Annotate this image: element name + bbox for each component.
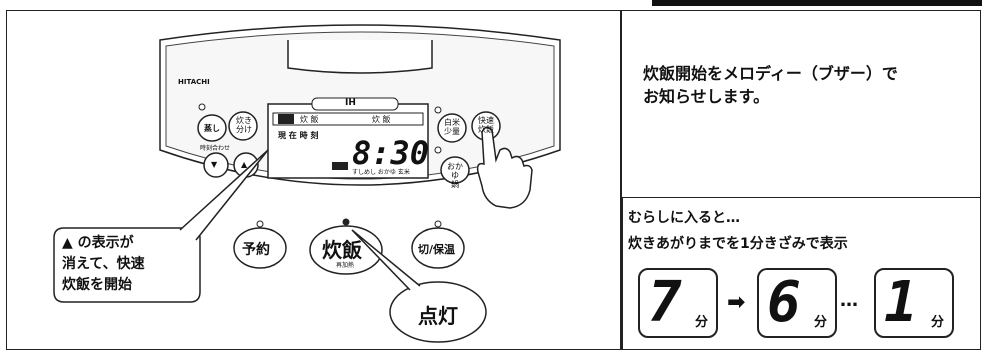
countdown-intro: むらしに入ると… [628,210,740,226]
callout-bubble-light [389,281,487,343]
lcd-time-value: 8:30 [352,134,430,172]
time-adjust-label: 時刻合わせ [200,145,231,152]
callout-pointer-light [351,229,421,291]
countdown-description: 炊きあがりまでを1分きざみで表示 [628,236,848,252]
timer-button[interactable] [233,227,287,269]
countdown-unit: 分 [930,315,944,330]
up-icon: ▲ [241,160,248,169]
panel-divider [620,10,622,350]
white-rice-label: 白米 少量 [444,118,460,136]
countdown-box [622,197,981,350]
top-black-bar [652,0,982,6]
cook-label: 炊飯 [322,238,362,262]
cook-button[interactable] [309,225,383,275]
cook-select-button[interactable] [228,111,258,141]
indicator-led [434,146,442,154]
description-line: 炊飯開始をメロディー（ブザー）で [643,64,898,83]
off-warm-button[interactable] [411,227,465,269]
pointing-hand-icon [476,126,533,209]
ih-label-box [311,97,399,111]
description: 炊飯開始をメロディー（ブザー）で お知らせします。 [643,62,898,108]
panel-illustration [53,24,561,343]
lcd-mode-label: 炊 飯 [372,115,391,124]
countdown-digit: 1 [884,270,918,335]
timer-label: 予約 [242,242,270,258]
lcd-mode-label: 炊 飯 [300,115,319,124]
off-warm-label: 切/保温 [418,243,456,256]
timer-led [256,220,264,228]
steam-label: 蒸し [204,124,220,133]
cook-sublabel: 再加熱 [336,262,355,269]
ih-indicator: IH [345,98,356,108]
rice-cooker-panel: HITACHI IH 蒸し 炊き分け 時刻合わせ ▼ ▲ 白米 少量 快速 炊飯… [53,24,561,343]
countdown-display: 6 分 [757,268,837,338]
description-line: お知らせします。 [643,87,770,106]
countdown-unit: 分 [694,315,708,330]
off-led [434,220,442,228]
callout-light-text: 点灯 [418,304,458,328]
cook-select-label: 炊き分け [236,116,252,134]
down-icon: ▼ [211,160,218,169]
countdown-digit: 6 [767,270,801,335]
callout-pointer-left [179,149,269,241]
lcd-time-label: 現 在 時 刻 [278,131,319,140]
ellipsis: … [840,290,858,311]
quick-cook-label: 快速 炊飯 [478,116,494,134]
indicator-led [434,106,442,114]
right-arrow-icon: ➡ [727,290,746,315]
countdown-unit: 分 [813,315,827,330]
okayu-label: おかゆ 鍋 [447,162,463,189]
countdown-digit: 7 [648,270,682,335]
down-button[interactable] [203,152,229,178]
cook-led-on [342,218,350,226]
countdown-display: 7 分 [638,268,718,338]
lcd-mode-marker [278,114,294,124]
top-recess [287,40,433,74]
okayu-button[interactable] [440,156,470,184]
lcd-bottom-label: すしめし おかゆ 玄米 [352,169,410,176]
brand-logo: HITACHI [178,78,210,86]
outer-frame [6,10,981,350]
lcd-block-marker [332,162,348,170]
indicator-led [198,103,206,111]
countdown-display: 1 分 [874,268,954,338]
callout-left-text: ▲ の表示が 消えて、快速 炊飯を開始 [62,235,145,293]
steam-button[interactable] [197,114,227,142]
mode-row [272,112,424,126]
white-rice-button[interactable] [437,113,467,143]
